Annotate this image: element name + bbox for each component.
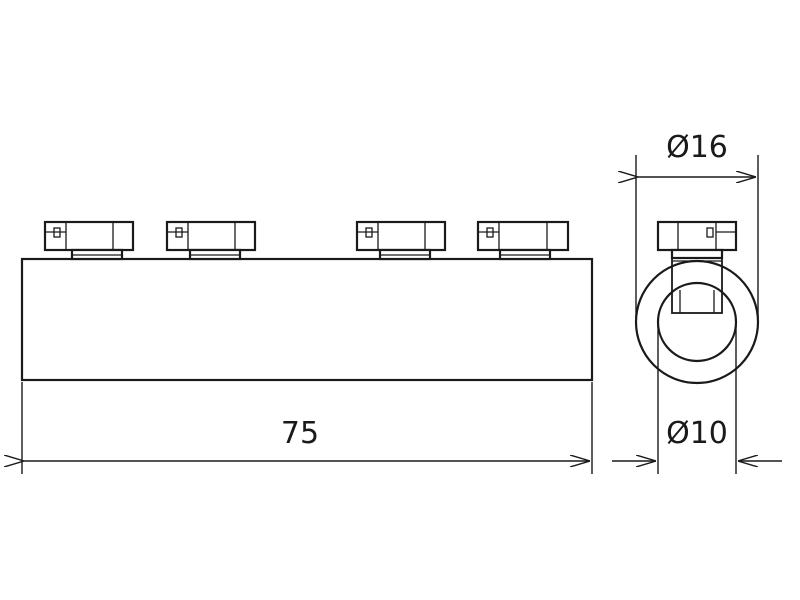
- end-view: Ø16 Ø10: [612, 130, 782, 474]
- clamping-screw-2: [165, 220, 257, 261]
- outer-diameter-dimension: Ø16: [636, 130, 759, 318]
- connector-body: [20, 257, 594, 382]
- inner-diameter-label: Ø10: [666, 416, 728, 451]
- inner-bore: [656, 281, 738, 363]
- clamping-screw-1: [43, 220, 135, 261]
- clamping-screw-4: [476, 220, 570, 261]
- clamping-screw-3: [355, 220, 447, 261]
- end-view-screw-head: [656, 220, 738, 260]
- inner-diameter-dimension: Ø10: [612, 322, 782, 474]
- length-dimension: 75: [22, 382, 593, 474]
- outer-diameter-label: Ø16: [666, 130, 728, 165]
- length-label: 75: [281, 416, 319, 451]
- side-view: 75: [20, 220, 594, 474]
